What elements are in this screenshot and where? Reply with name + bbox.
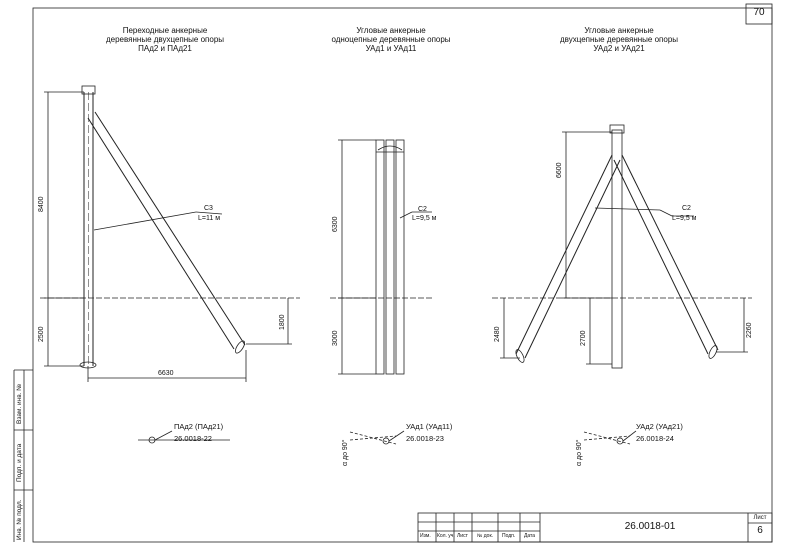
stamp-col-6: Дата <box>524 533 536 539</box>
page-number-box <box>745 3 773 25</box>
dim-2700: 2700 <box>580 330 587 346</box>
dim-6600: 6600 <box>556 162 563 178</box>
pole-drawing-1 <box>40 85 300 444</box>
stamp-col-3: Лист <box>457 533 468 539</box>
dim-8400: 8400 <box>38 196 45 212</box>
angle-label-3: α до 90° <box>576 439 583 467</box>
stamp-col-1: Изм. <box>420 533 431 539</box>
pole-drawing-2 <box>330 139 432 445</box>
stamp-col-4: № док. <box>477 533 494 539</box>
cable-label-3: С2 <box>682 205 691 212</box>
angle-label-2: α до 90° <box>342 439 349 467</box>
cable-label-1: С3 <box>204 205 213 212</box>
stamp-col-5: Подп. <box>502 533 516 539</box>
sheet-number: 6 <box>757 525 763 536</box>
type-code-1: 26.0018-22 <box>174 434 212 443</box>
dim-6300: 6300 <box>332 216 339 232</box>
pole-drawing-3 <box>492 124 752 445</box>
drawing-1-title: Переходные анкерные деревянные двухцепны… <box>105 26 225 53</box>
page-number: 70 <box>753 7 765 18</box>
type-label-3: УАд2 (УАд21) <box>636 422 683 431</box>
dim-2260: 2260 <box>746 322 753 338</box>
type-code-3: 26.0018-24 <box>636 434 674 443</box>
dim-1800: 1800 <box>279 314 286 330</box>
cable-length-2: L=9,5 м <box>412 215 437 222</box>
type-label-2: УАд1 (УАд11) <box>406 422 453 431</box>
cable-length-3: L=9,5 м <box>672 215 697 222</box>
type-code-2: 26.0018-23 <box>406 434 444 443</box>
side-label-inv: Инв. № подл. <box>16 499 23 541</box>
side-label-sign: Подп. и дата <box>16 443 23 482</box>
sheet-code: 26.0018-01 <box>624 521 676 532</box>
dim-2480: 2480 <box>494 326 501 342</box>
dim-2500: 2500 <box>38 326 45 342</box>
cable-length-1: L=11 м <box>198 215 221 222</box>
title-block <box>417 512 773 543</box>
drawing-2-title: Угловые анкерные одноцепные деревянные о… <box>331 26 451 53</box>
drawing-3-title: Угловые анкерные двухцепные деревянные о… <box>559 26 679 53</box>
type-label-1: ПАд2 (ПАд21) <box>174 422 224 431</box>
sheet-label: Лист <box>753 515 767 521</box>
cable-label-2: С2 <box>418 206 427 213</box>
sheet-frame <box>32 7 773 543</box>
side-label-replace: Взам. инв. № <box>16 383 23 424</box>
stamp-col-2: Кол. уч. <box>437 533 455 539</box>
dim-6630: 6630 <box>158 370 174 377</box>
dim-3000: 3000 <box>332 330 339 346</box>
